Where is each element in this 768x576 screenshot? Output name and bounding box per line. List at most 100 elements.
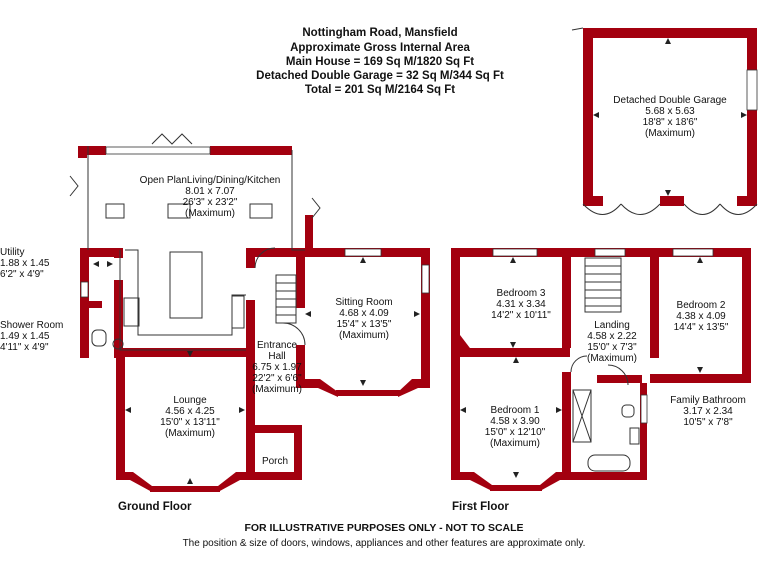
room-metric: 1.49 x 1.45	[0, 331, 50, 342]
porch-wall-bottom	[246, 472, 302, 480]
lounge-bay-right	[218, 472, 255, 492]
disclaimer-note: The position & size of doors, windows, a…	[182, 538, 586, 549]
airing-cupboard	[572, 389, 592, 443]
bed2-wall-bottom	[650, 374, 751, 383]
room-landing: Landing 4.58 x 2.22 15'0" x 7'3" (Maximu…	[578, 320, 646, 364]
room-metric: 4.56 x 4.25	[165, 406, 215, 417]
bed1-bay-front	[490, 485, 542, 491]
sitting-bay-right	[398, 379, 430, 397]
hall-wall-left	[246, 300, 255, 480]
shower-basin	[112, 338, 124, 350]
room-shower: Shower Room 1.49 x 1.45 4'11" x 4'9"	[0, 320, 72, 353]
porch-wall-top	[246, 425, 302, 433]
total-area: Total = 201 Sq M/2164 Sq Ft	[304, 84, 456, 96]
kitchen-island	[169, 251, 203, 319]
room-utility: Utility 1.88 x 1.45 6'2" x 4'9"	[0, 247, 70, 280]
shower-wc	[91, 329, 107, 347]
garage-window	[746, 69, 758, 111]
garage-area: Detached Double Garage = 32 Sq M/344 Sq …	[256, 70, 504, 82]
room-metric: 4.58 x 2.22	[587, 331, 637, 342]
room-imperial: 15'0" x 12'10"	[484, 427, 546, 438]
bed1-door-arc	[570, 355, 588, 373]
ground-floor-title: Ground Floor	[118, 501, 192, 513]
bath	[587, 454, 631, 472]
room-imperial: 10'5" x 7'8"	[683, 417, 733, 428]
ff-wall-right	[742, 248, 751, 383]
room-metric: 8.01 x 7.07	[185, 186, 235, 197]
room-imperial: 26'3" x 23'2"	[182, 197, 238, 208]
room-name: Entrance	[256, 340, 298, 351]
bath-wall-bottom	[562, 472, 647, 480]
lounge-bay-left	[116, 472, 152, 492]
room-name: Landing	[594, 320, 630, 331]
garage-wall-bottom-left	[583, 196, 603, 206]
room-note: (Maximum)	[165, 428, 215, 439]
sitting-top-window	[344, 248, 382, 257]
room-porch: Porch	[252, 456, 298, 467]
room-note: (Maximum)	[490, 438, 540, 449]
utility-wall-right	[114, 280, 123, 358]
garage-wall-bottom-right	[737, 196, 757, 206]
room-name: Utility	[0, 247, 25, 258]
sitting-bay-front	[336, 390, 400, 396]
sitting-wall-left-lower	[296, 345, 305, 388]
room-bedroom2: Bedroom 2 4.38 x 4.09 14'4" x 13'5"	[662, 300, 740, 333]
garage-wall-bottom-mid	[660, 196, 684, 206]
room-name: Shower Room	[0, 320, 64, 331]
room-hall: Entrance Hall 6.75 x 1.97 22'2" x 6'6" (…	[246, 340, 308, 395]
bath-wall-top	[597, 375, 642, 383]
fixtures	[69, 27, 758, 472]
sitting-wall-right	[421, 248, 430, 388]
room-metric: 3.17 x 2.34	[683, 406, 733, 417]
room-metric: 6.75 x 1.97	[252, 362, 302, 373]
kitchen-right-door	[311, 197, 321, 219]
room-bathroom: Family Bathroom 3.17 x 2.34 10'5" x 7'8"	[652, 395, 764, 428]
room-name: Sitting Room	[335, 297, 393, 308]
plan-title: Nottingham Road, Mansfield	[302, 27, 458, 39]
sitting-side-window	[421, 264, 430, 294]
room-imperial: 6'2" x 4'9"	[0, 269, 44, 280]
hob	[123, 297, 140, 327]
utility-window	[80, 281, 89, 298]
room-imperial: 14'2" x 10'11"	[491, 310, 551, 321]
room-note: (Maximum)	[587, 353, 637, 364]
room-name: Lounge	[173, 395, 207, 406]
room-bedroom3: Bedroom 3 4.31 x 3.34 14'2" x 10'11"	[476, 288, 566, 321]
room-imperial: 4'11" x 4'9"	[0, 342, 49, 353]
room-imperial: 14'4" x 13'5"	[673, 322, 729, 333]
sitting-wall-left-upper	[296, 248, 305, 308]
garage-wall-right	[747, 28, 757, 204]
bed3-wall-bottom	[460, 348, 570, 357]
kitchen-wall-right	[305, 215, 313, 255]
garage-door-left	[582, 203, 661, 215]
first-stairs	[584, 257, 622, 313]
stair-treads	[276, 282, 296, 316]
utility-wall-right-top	[114, 248, 123, 258]
main-house-area: Main House = 169 Sq M/1820 Sq Ft	[285, 56, 475, 68]
kitchen-wall-top-left	[78, 146, 106, 155]
room-metric: 4.38 x 4.09	[676, 311, 726, 322]
kitchen-wall-top-right	[210, 146, 292, 155]
lounge-wall-left	[116, 348, 125, 480]
garage-door-right	[683, 203, 758, 215]
rooflight-3	[249, 203, 273, 219]
lounge-wall-top	[116, 348, 250, 357]
landing-window	[594, 248, 626, 257]
room-name: Family Bathroom	[670, 395, 746, 406]
basin	[629, 427, 640, 445]
room-metric: 1.88 x 1.45	[0, 258, 50, 269]
room-sitting: Sitting Room 4.68 x 4.09 15'4" x 13'5" (…	[318, 297, 410, 341]
sink	[231, 295, 245, 329]
hall-door-arc	[254, 247, 276, 269]
room-imperial: 15'0" x 7'3"	[587, 342, 637, 353]
disclaimer: FOR ILLUSTRATIVE PURPOSES ONLY - NOT TO …	[244, 522, 524, 534]
kitchen-wall-left-stub	[78, 146, 87, 158]
lounge-bay-front	[150, 486, 220, 492]
garage-wall-left	[583, 28, 593, 204]
room-lounge: Lounge 4.56 x 4.25 15'0" x 13'11" (Maxim…	[140, 395, 240, 439]
ff-wall-left	[451, 248, 460, 480]
room-imperial: 15'0" x 13'11"	[160, 417, 220, 428]
bed2-window	[672, 248, 714, 257]
cupboard-cross	[572, 389, 592, 443]
